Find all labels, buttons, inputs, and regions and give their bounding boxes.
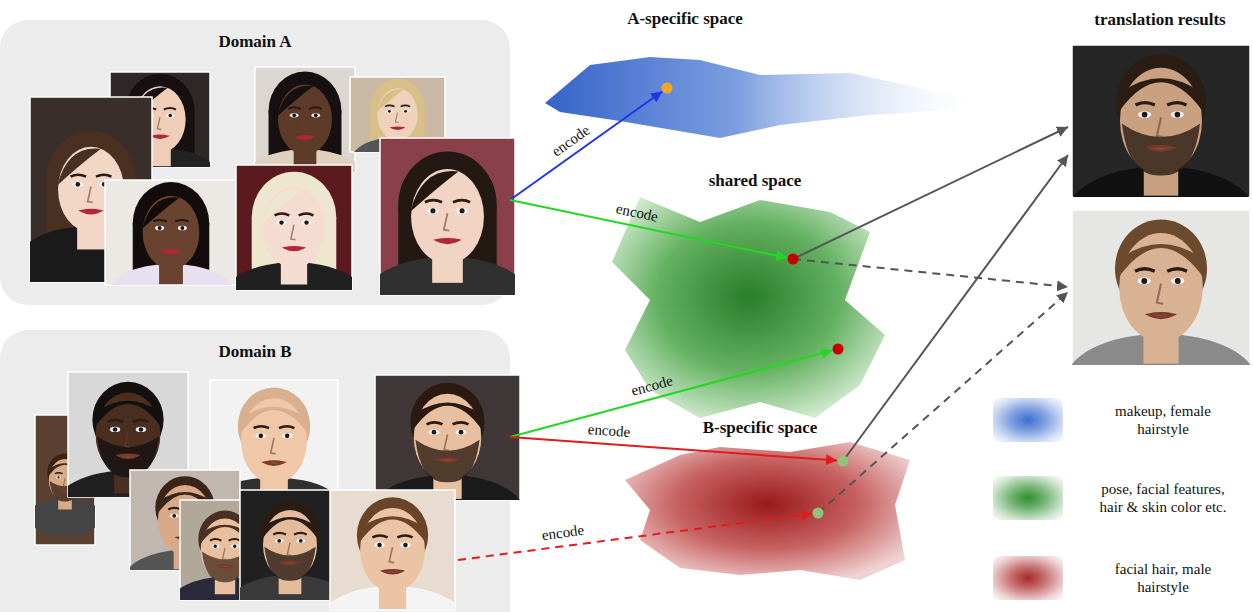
latent-point [838, 456, 849, 467]
face-figure [380, 152, 515, 295]
domain-panel: Domain B [0, 330, 510, 612]
photo-frame [330, 490, 455, 610]
edge-label: encode [540, 523, 584, 543]
face-photo [318, 490, 467, 612]
face-figure [255, 71, 355, 172]
latent-region [625, 442, 910, 580]
domain-panel: Domain A [0, 20, 510, 305]
face-figure [106, 182, 236, 285]
node-heading: A-specific space [627, 9, 743, 29]
photo-frame [375, 375, 520, 500]
latent-point [788, 254, 799, 265]
latent-point [813, 508, 824, 519]
encode-arrow [510, 200, 787, 258]
photo-frame [1072, 210, 1250, 365]
legend-swatch [993, 476, 1063, 520]
face-photo [364, 138, 532, 362]
latent-point [833, 344, 844, 355]
legend-text: pose, facial features, hair & skin color… [1088, 480, 1238, 516]
photo-frame [1072, 45, 1250, 197]
face-figure [1072, 54, 1250, 197]
encode-arrow [510, 91, 662, 200]
face-photo [222, 165, 366, 342]
latent-space: A-specific space [545, 5, 975, 145]
face-photo [105, 180, 237, 330]
legend-swatch [993, 556, 1063, 600]
legend-swatch [993, 398, 1063, 442]
encode-arrow [510, 437, 837, 461]
domain-panel [0, 330, 510, 612]
face-figure [240, 501, 340, 600]
encode-arrow [510, 351, 832, 437]
face-figure [1072, 219, 1250, 365]
latent-region [545, 57, 975, 138]
node-heading: B-specific space [703, 418, 818, 438]
latent-point [662, 83, 673, 94]
node-heading: Domain A [218, 32, 291, 52]
decode-arrow [843, 155, 1068, 461]
edge-label: encode [587, 422, 630, 440]
face-photo [1065, 210, 1253, 432]
edge-label: encode [549, 122, 592, 159]
results-column: translation results [1068, 8, 1250, 368]
legend-text: makeup, female hairstyle [1088, 402, 1238, 438]
node-heading: Domain B [218, 342, 291, 362]
encode-arrow [458, 514, 812, 560]
node-heading: shared space [709, 171, 802, 191]
photo-frame [105, 180, 237, 285]
face-figure [375, 383, 520, 500]
decode-arrow [793, 259, 1068, 287]
node-heading: translation results [1094, 10, 1225, 30]
face-photos [15, 45, 1253, 612]
latent-space: B-specific space [620, 422, 915, 587]
decode-arrow [793, 127, 1068, 259]
face-figure [330, 497, 455, 610]
face-figure [236, 172, 352, 290]
legend-text: facial hair, male hairstyle [1088, 560, 1238, 596]
